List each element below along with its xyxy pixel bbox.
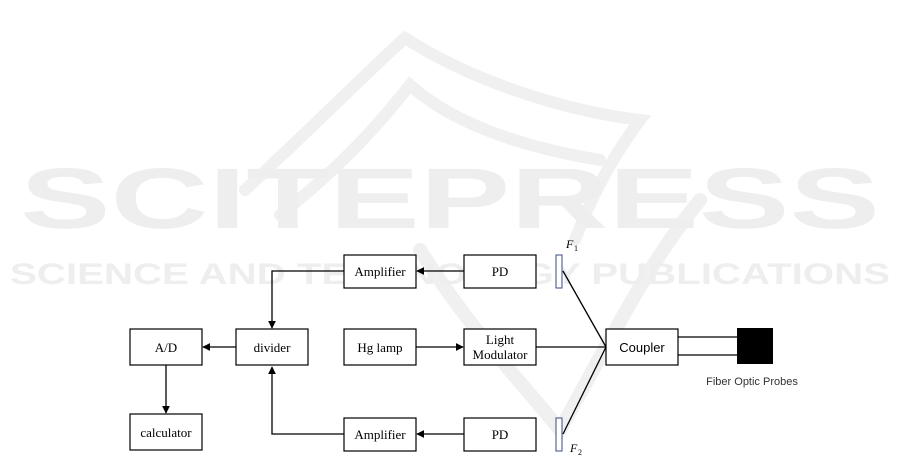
pd-top-label: PD xyxy=(492,264,509,279)
watermark-subtitle: SCIENCE AND TECHNOLOGY PUBLICATIONS xyxy=(10,258,890,291)
block-light-modulator: Light Modulator xyxy=(464,329,536,365)
block-hg-lamp: Hg lamp xyxy=(344,329,416,365)
fiber-optic-probe-block xyxy=(737,328,773,364)
arrow-amplifier-bottom-to-divider xyxy=(272,367,344,434)
ad-label: A/D xyxy=(155,340,177,355)
watermark: SCITEPRESS SCIENCE AND TECHNOLOGY PUBLIC… xyxy=(10,38,890,430)
fiber-optic-probes-label: Fiber Optic Probes xyxy=(706,376,798,388)
block-coupler: Coupler xyxy=(606,329,678,365)
coupler-label: Coupler xyxy=(619,340,665,355)
filter-f2-letter: F xyxy=(569,441,578,455)
block-amplifier-top: Amplifier xyxy=(344,255,416,288)
fiber-f2-to-coupler xyxy=(563,347,606,434)
watermark-title: SCITEPRESS xyxy=(20,151,880,247)
light-modulator-label-line2: Modulator xyxy=(473,347,529,362)
divider-label: divider xyxy=(254,340,291,355)
hg-lamp-label: Hg lamp xyxy=(357,340,402,355)
filter-f1-subscript: 1 xyxy=(574,244,578,253)
block-divider: divider xyxy=(236,329,308,365)
amplifier-bottom-label: Amplifier xyxy=(354,427,406,442)
light-modulator-label-line1: Light xyxy=(486,332,515,347)
filter-f2-subscript: 2 xyxy=(578,448,582,457)
block-calculator: calculator xyxy=(130,414,202,450)
block-amplifier-bottom: Amplifier xyxy=(344,418,416,451)
block-pd-top: PD xyxy=(464,255,536,288)
block-pd-bottom: PD xyxy=(464,418,536,451)
block-ad: A/D xyxy=(130,329,202,365)
calculator-label: calculator xyxy=(140,425,192,440)
filter-f1-letter: F xyxy=(565,237,574,251)
amplifier-top-label: Amplifier xyxy=(354,264,406,279)
pd-bottom-label: PD xyxy=(492,427,509,442)
